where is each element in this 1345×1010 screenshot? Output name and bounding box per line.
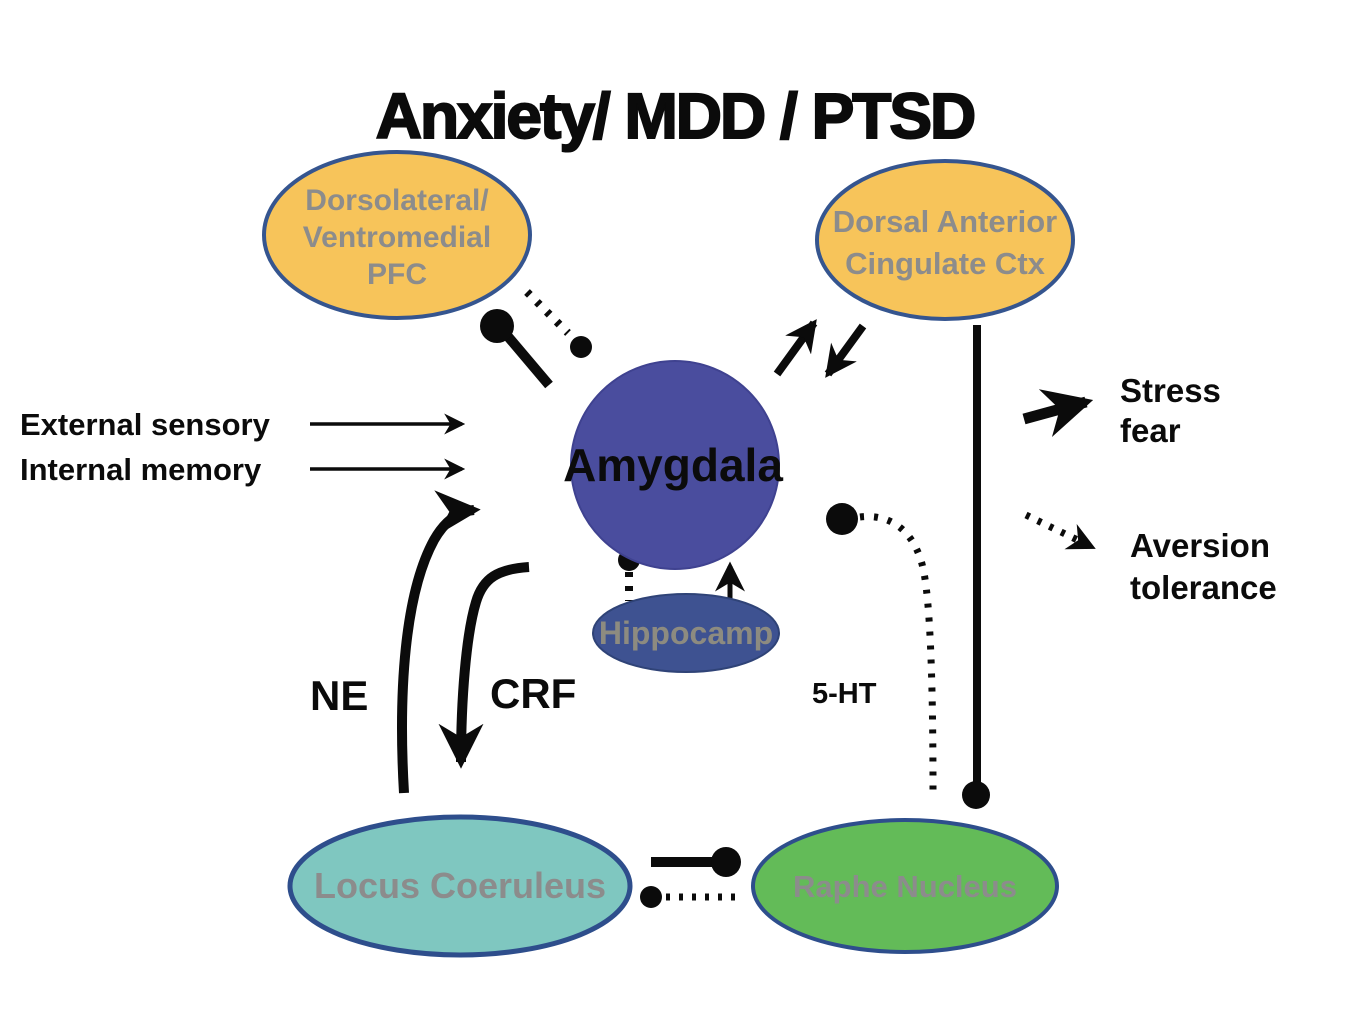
ball-end-at-amygdala-from-pfc: [570, 336, 592, 358]
ball-end-at-pfc: [480, 309, 514, 343]
node-pfc: Dorsolateral/ Ventromedial PFC: [262, 150, 532, 320]
curve-locus-coeruleus-NE-to-amygdala: [397, 490, 481, 794]
dotted-line-pfc-inhibits-amygdala: [524, 289, 571, 336]
serotonin-label: 5-HT: [812, 678, 877, 710]
locus-coeruleus-label: Locus Coeruleus: [314, 865, 606, 906]
locus-coeruleus-ellipse: [287, 814, 633, 958]
ball-end-at-raphe: [962, 781, 990, 809]
dotted-curve-raphe-5ht-to-amygdala: [859, 513, 937, 791]
pfc-ellipse: [262, 150, 532, 320]
ball-end-5ht-at-amygdala: [826, 503, 858, 535]
pfc-label-line2: Ventromedial: [303, 221, 491, 254]
node-locus-coeruleus: Locus Coeruleus: [287, 814, 633, 958]
node-amygdala: Amygdala: [563, 360, 783, 570]
hippocampus-ellipse: [592, 593, 780, 673]
node-raphe-nucleus: Raphe Nucleus: [751, 818, 1059, 954]
arrow-amygdala-to-cingulate: [773, 319, 818, 377]
internal-memory-label: Internal memory: [20, 452, 262, 487]
amygdala-circle: [570, 360, 780, 570]
cingulate-label-line2: Cingulate Ctx: [845, 246, 1046, 281]
node-cingulate: Dorsal Anterior Cingulate Ctx: [815, 159, 1075, 321]
fear-label: fear: [1120, 412, 1181, 449]
crf-label: CRF: [490, 670, 576, 717]
amygdala-label: Amygdala: [563, 439, 783, 491]
raphe-nucleus-ellipse: [751, 818, 1059, 954]
diagram-title: Anxiety/ MDD / PTSD: [376, 80, 975, 152]
ball-end-at-lc-from-raphe: [640, 886, 662, 908]
stress-label: Stress: [1120, 372, 1221, 409]
line-amygdala-inhibits-pfc: [501, 329, 553, 389]
arrow-to-stress-fear: [1022, 389, 1094, 437]
external-sensory-label: External sensory: [20, 407, 271, 442]
ball-end-at-raphe-from-lc: [711, 847, 741, 877]
raphe-nucleus-label: Raphe Nucleus: [793, 869, 1017, 904]
tolerance-label: tolerance: [1130, 569, 1277, 606]
aversion-label: Aversion: [1130, 527, 1270, 564]
ne-label: NE: [310, 672, 368, 719]
node-hippocampus: Hippocamp: [592, 593, 780, 673]
cingulate-label-line1: Dorsal Anterior: [833, 204, 1058, 239]
pfc-label-line1: Dorsolateral/: [305, 184, 489, 217]
hippocampus-label: Hippocamp: [599, 615, 773, 651]
pfc-label-line3: PFC: [367, 258, 427, 291]
arrow-cingulate-to-amygdala: [824, 323, 867, 378]
dotted-arrow-to-aversion-tolerance: [1024, 511, 1096, 551]
curve-amygdala-CRF-to-locus-coeruleus: [438, 562, 530, 769]
cingulate-ellipse: [815, 159, 1075, 321]
